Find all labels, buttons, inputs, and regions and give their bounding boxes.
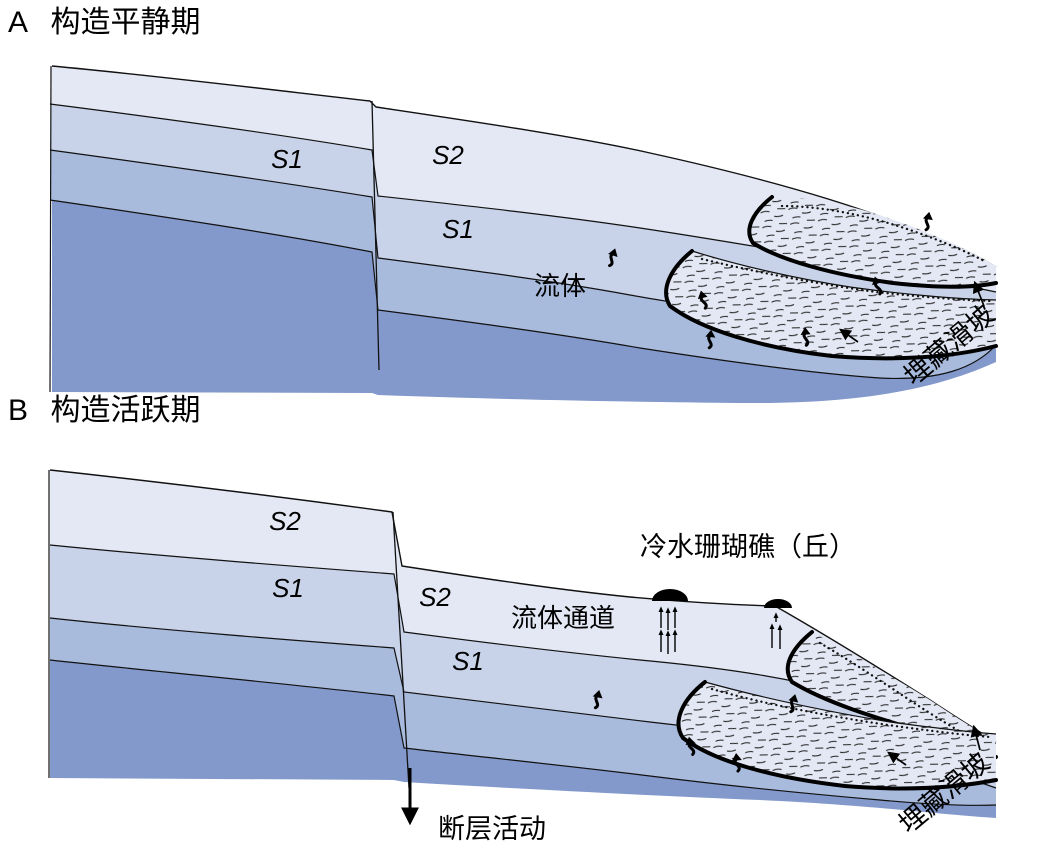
panel-a: A 构造平静期 S1 S2 S1 流体 埋藏滑坡 (8, 6, 1000, 404)
panel-a-title-text: 构造平静期 (50, 6, 200, 39)
label-s1-left-a: S1 (271, 144, 303, 174)
upper-lens-base-a (747, 195, 998, 289)
label-s1-right-b: S1 (452, 646, 484, 676)
coral-mound-icon (652, 589, 688, 601)
lower-landslide-lens-a (664, 249, 998, 361)
lower-lens-texture-b (678, 682, 996, 789)
horizon-b3-a (49, 199, 997, 380)
lower-landslide-lens-b (676, 680, 998, 791)
label-fluid-channel-b: 流体通道 (511, 603, 615, 633)
panel-b: B 构造活跃期 S2 S1 S2 S1 冷水珊瑚礁（丘） 流体通道 断层活动 埋… (8, 394, 998, 844)
coral-mound-icon (764, 599, 792, 608)
fluid-escape-arrow-icon (919, 209, 936, 233)
panel-b-letter: B (8, 394, 28, 427)
buried-landslide-arrow-icon (970, 724, 983, 751)
horizon-b3-b (49, 659, 997, 806)
label-s2-left-b: S2 (269, 506, 301, 536)
lower-lens-top-a (691, 250, 997, 301)
lower-lens-base-b (676, 680, 998, 791)
fluid-channel-arrows (658, 606, 783, 654)
label-s2-right-b: S2 (419, 582, 451, 612)
layer-top-b (50, 470, 996, 765)
upper-lens-stipple-b (818, 641, 990, 749)
fault-trace-b (392, 511, 410, 789)
buried-landslide-arrow-icon (839, 328, 859, 343)
label-fault-activity-b: 断层活动 (438, 814, 546, 844)
lower-lens-top-b (704, 681, 997, 735)
buried-landslide-arrow-icon (887, 751, 907, 766)
lower-lens-texture-a (666, 251, 996, 359)
panel-b-title: B 构造活跃期 (8, 394, 200, 427)
lower-lens-stipple-b (710, 687, 992, 739)
upper-lens-stipple-a (780, 204, 988, 264)
panel-a-title: A 构造平静期 (8, 6, 200, 39)
left-edge-a (49, 65, 52, 393)
panel-a-letter: A (8, 6, 28, 39)
upper-landslide-lens-a (747, 195, 998, 289)
buried-landslide-arrow-icon (972, 280, 985, 307)
seafloor-surface-b (49, 469, 997, 743)
label-fluid-a: 流体 (534, 271, 586, 301)
panel-b-title-text: 构造活跃期 (50, 394, 200, 427)
upper-lens-texture-b (787, 632, 996, 757)
label-coral-reef-b: 冷水珊瑚礁（丘） (640, 532, 856, 562)
lower-lens-base-a (664, 249, 998, 361)
label-s2-a: S2 (432, 140, 464, 170)
label-s1-right-a: S1 (442, 214, 474, 244)
upper-lens-texture-a (749, 197, 996, 287)
fault-trace-a (371, 100, 380, 371)
label-s1-left-b: S1 (272, 573, 304, 603)
